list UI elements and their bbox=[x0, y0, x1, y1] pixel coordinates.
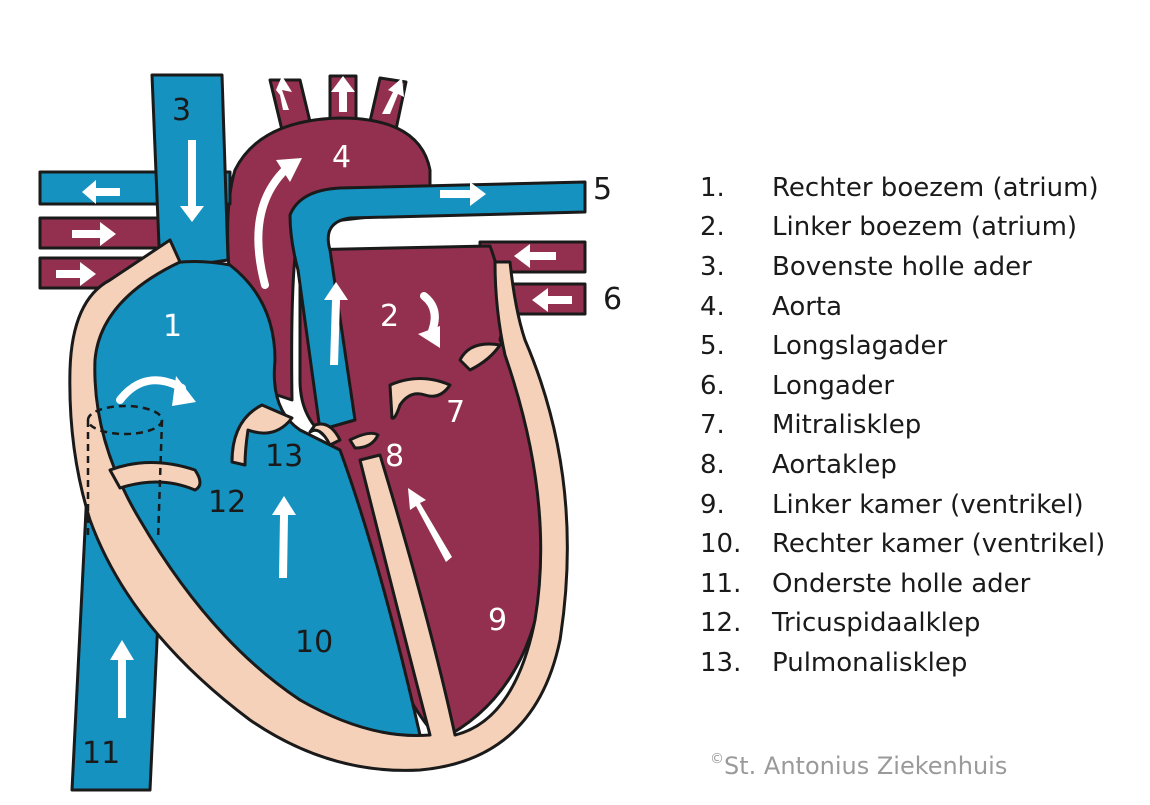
flow-arrow-icon bbox=[180, 140, 204, 222]
legend-label: Pulmonalisklep bbox=[772, 647, 968, 678]
legend-label: Aorta bbox=[772, 291, 843, 322]
legend-number: 9. bbox=[700, 489, 725, 520]
legend-number: 10. bbox=[700, 529, 742, 560]
legend-number: 6. bbox=[700, 370, 725, 401]
legend-item: 1. Rechter boezem (atrium) bbox=[700, 168, 1105, 208]
marker-11: 11 bbox=[82, 736, 120, 771]
legend-number: 5. bbox=[700, 331, 725, 362]
marker-4: 4 bbox=[332, 140, 351, 175]
legend-item: 2. Linker boezem (atrium) bbox=[700, 208, 1105, 248]
legend-item: 13. Pulmonalisklep bbox=[700, 643, 1105, 683]
copyright-symbol: © bbox=[710, 751, 724, 767]
flow-arrow-icon bbox=[272, 496, 296, 578]
flow-arrow-icon bbox=[331, 76, 355, 112]
marker-8: 8 bbox=[385, 439, 404, 474]
mitral-valve-right bbox=[458, 342, 502, 372]
ivc-dashed-right bbox=[156, 419, 164, 541]
pulmonary-valve-right bbox=[308, 422, 342, 447]
legend-item: 4. Aorta bbox=[700, 287, 1105, 327]
flow-arrow-icon bbox=[82, 180, 120, 204]
legend-list: 1. Rechter boezem (atrium) 2. Linker boeze… bbox=[700, 168, 1105, 683]
legend-item: 3. Bovenste holle ader bbox=[700, 247, 1105, 287]
legend-label: Longader bbox=[772, 370, 895, 401]
flow-arrow-icon bbox=[324, 282, 348, 365]
legend-label: Mitralisklep bbox=[772, 410, 922, 441]
legend-label: Rechter kamer (ventrikel) bbox=[772, 529, 1106, 560]
legend-item: 9. Linker kamer (ventrikel) bbox=[700, 485, 1105, 525]
legend-label: Tricuspidaalklep bbox=[772, 608, 981, 639]
heart-wall bbox=[68, 238, 569, 772]
legend-label: Bovenste holle ader bbox=[772, 251, 1032, 282]
aortic-valve bbox=[348, 431, 380, 450]
legend-item: 12. Tricuspidaalklep bbox=[700, 604, 1105, 644]
legend-number: 11. bbox=[700, 568, 742, 599]
legend-item: 5. Longslagader bbox=[700, 326, 1105, 366]
marker-5: 5 bbox=[593, 172, 612, 207]
legend-label: Linker kamer (ventrikel) bbox=[772, 489, 1084, 520]
flow-arrow-head-icon bbox=[276, 158, 302, 182]
legend-number: 7. bbox=[700, 410, 725, 441]
marker-6: 6 bbox=[603, 282, 622, 317]
legend-item: 8. Aortaklep bbox=[700, 445, 1105, 485]
marker-1: 1 bbox=[163, 309, 182, 344]
marker-10: 10 bbox=[295, 625, 333, 660]
heart-diagram: 1 2 3 4 5 6 7 8 9 10 11 12 13 bbox=[38, 73, 622, 792]
flow-arrow-icon bbox=[56, 262, 96, 286]
flow-arrow-icon bbox=[382, 78, 404, 114]
legend-number: 13. bbox=[700, 647, 742, 678]
legend-item: 10. Rechter kamer (ventrikel) bbox=[700, 524, 1105, 564]
legend-number: 8. bbox=[700, 449, 725, 480]
mitral-valve bbox=[388, 377, 452, 420]
legend-number: 12. bbox=[700, 608, 742, 639]
copyright-credit: ©St. Antonius Ziekenhuis bbox=[710, 751, 1008, 780]
legend-label: Aortaklep bbox=[772, 449, 897, 480]
legend-number: 3. bbox=[700, 251, 725, 282]
marker-3: 3 bbox=[172, 93, 191, 128]
flow-arrow-icon bbox=[408, 488, 452, 562]
pulmonary-valve-left bbox=[230, 403, 294, 467]
tricuspid-valve bbox=[108, 461, 202, 492]
flow-arrow-icon bbox=[276, 76, 292, 110]
flow-arrow-icon bbox=[440, 182, 486, 206]
copyright-text: St. Antonius Ziekenhuis bbox=[724, 752, 1008, 780]
legend-item: 7. Mitralisklep bbox=[700, 406, 1105, 446]
legend-number: 2. bbox=[700, 212, 725, 243]
pulmonary-artery bbox=[288, 180, 587, 432]
legend-item: 11. Onderste holle ader bbox=[700, 564, 1105, 604]
flow-arrow-head-icon bbox=[418, 326, 440, 348]
legend-label: Rechter boezem (atrium) bbox=[772, 172, 1099, 203]
flow-arrow-icon bbox=[110, 640, 134, 718]
legend-label: Longslagader bbox=[772, 331, 948, 362]
marker-7: 7 bbox=[446, 395, 465, 430]
flow-arrow-head-icon bbox=[172, 376, 196, 406]
flow-arrow-icon bbox=[514, 244, 556, 268]
legend-label: Onderste holle ader bbox=[772, 568, 1031, 599]
marker-9: 9 bbox=[488, 603, 507, 638]
marker-2: 2 bbox=[380, 299, 399, 334]
flow-arrow-icon bbox=[532, 288, 572, 312]
flow-arrow-icon bbox=[72, 222, 116, 246]
marker-13: 13 bbox=[265, 439, 303, 474]
legend-number: 1. bbox=[700, 172, 725, 203]
legend-number: 4. bbox=[700, 291, 725, 322]
flow-curve-icon bbox=[254, 166, 289, 289]
legend-label: Linker boezem (atrium) bbox=[772, 212, 1078, 243]
legend-item: 6. Longader bbox=[700, 366, 1105, 406]
marker-12: 12 bbox=[208, 485, 246, 520]
